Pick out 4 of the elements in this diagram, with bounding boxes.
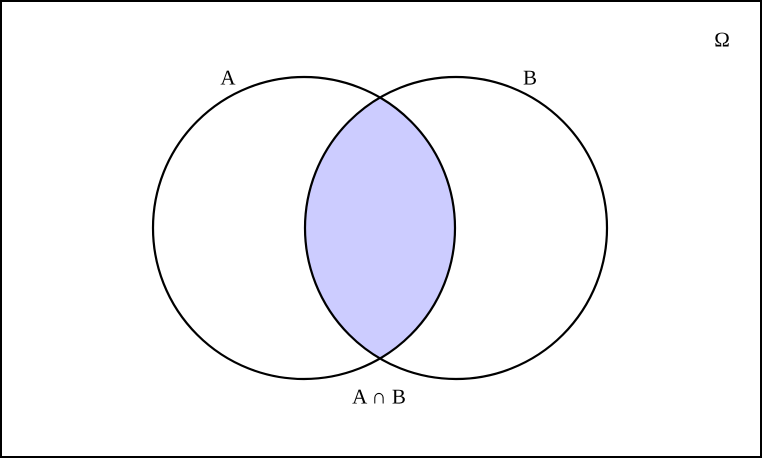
universe-label: Ω	[714, 30, 730, 50]
set-label: B	[523, 68, 537, 88]
set-label: A	[220, 68, 236, 88]
intersection-label: A ∩ B	[352, 386, 406, 408]
